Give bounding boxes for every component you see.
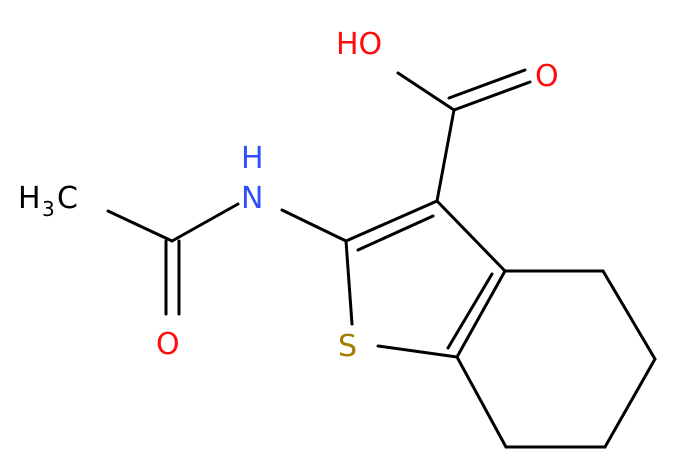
bond-c2-n	[280, 208, 348, 243]
bond-c3a-c7a-outer	[455, 269, 507, 359]
atom-methyl-carbon: C	[57, 181, 78, 216]
bond-ccooh-o-double-a	[452, 80, 532, 112]
bond-c4-c5	[601, 269, 657, 361]
bond-ccooh-oh	[396, 71, 456, 112]
bond-c7-c7a	[455, 355, 508, 449]
bond-camide-ch3	[106, 209, 174, 243]
atom-sulfur: S	[338, 329, 357, 364]
bond-c3-c3a	[435, 199, 507, 273]
atom-methyl-hydrogen: H	[18, 181, 41, 216]
bond-ccooh-o-double-b	[447, 68, 527, 100]
atom-carbonyl-oxygen-acid: O	[535, 59, 559, 94]
bond-s-c2	[344, 239, 354, 326]
atom-amine-hydrogen: H	[241, 141, 264, 176]
atom-label-group: HO O H N H 3 C O S	[18, 27, 559, 364]
bond-c5-c6	[603, 357, 657, 449]
atom-methyl-group: H 3 C	[18, 181, 78, 221]
atom-amine: N	[241, 181, 263, 216]
bond-group	[106, 68, 657, 449]
bond-c3a-c7a-inner	[446, 272, 494, 350]
bond-c3-ccooh	[435, 108, 456, 203]
atom-methyl-subscript: 3	[42, 197, 55, 221]
bond-c2-c3-outer	[344, 199, 439, 243]
bond-n-camide	[170, 202, 240, 243]
bond-c7a-s	[376, 344, 459, 359]
bond-c2-c3-inner	[356, 214, 435, 252]
atom-carbonyl-oxygen-amide: O	[156, 327, 180, 362]
atom-hydroxyl: HO	[336, 27, 382, 62]
